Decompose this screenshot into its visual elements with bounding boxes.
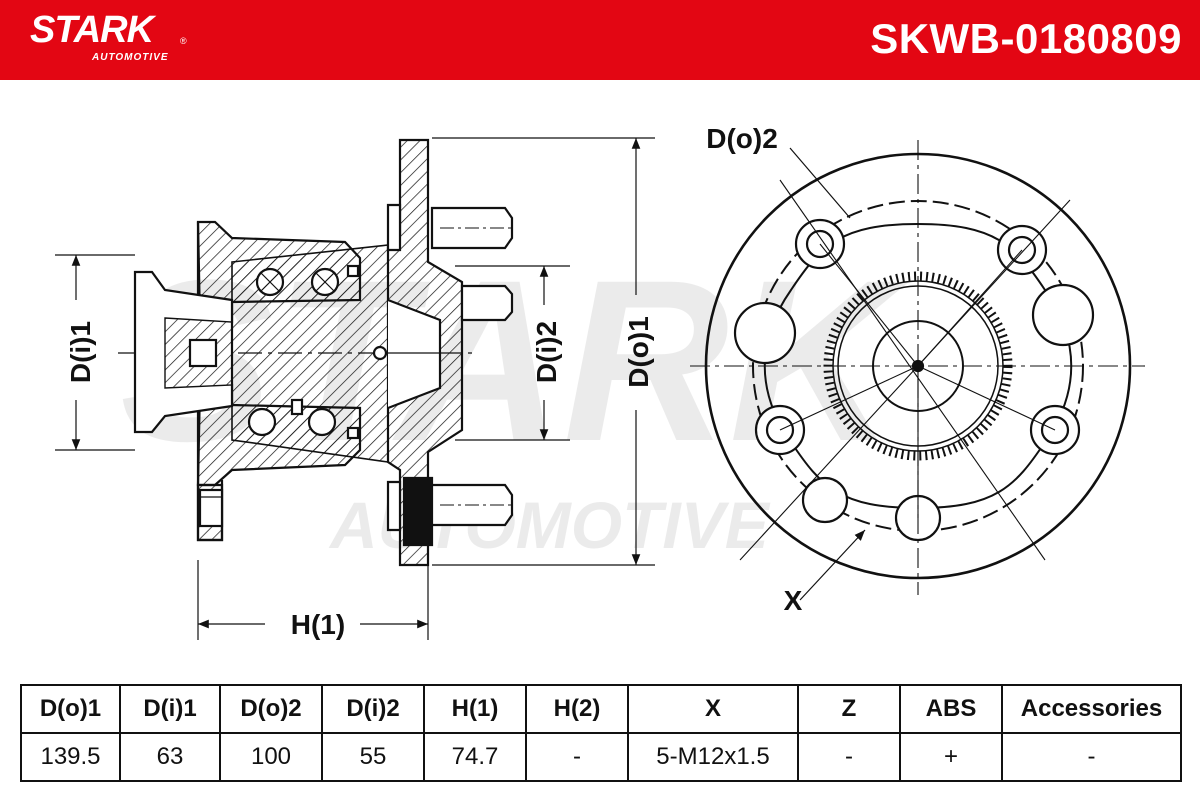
label-do1: D(o)1 [623,316,654,388]
bearing-balls-upper [255,264,360,297]
specs-table: D(o)1 D(i)1 D(o)2 D(i)2 H(1) H(2) X Z AB… [20,684,1182,782]
part-number: SKWB-0180809 [870,15,1182,62]
dim-di2 [455,265,570,441]
label-h1: H(1) [291,609,345,640]
logo-subtitle: AUTOMOTIVE [92,52,169,63]
value-di1: 63 [119,732,221,782]
stark-logo: STARK AUTOMOTIVE ® [30,8,187,63]
header-x: X [627,684,799,734]
header-z: Z [797,684,901,734]
dim-di1 [55,254,135,451]
label-di1: D(i)1 [65,321,96,383]
label-x: X [784,585,803,616]
header-do1: D(o)1 [20,684,121,734]
value-di2: 55 [321,732,425,782]
header-do2: D(o)2 [219,684,323,734]
value-h1: 74.7 [423,732,527,782]
value-do2: 100 [219,732,323,782]
value-x: 5-M12x1.5 [627,732,799,782]
dim-do1 [432,137,655,566]
header-di2: D(i)2 [321,684,425,734]
specs-header-row: D(o)1 D(i)1 D(o)2 D(i)2 H(1) H(2) X Z AB… [20,684,1182,734]
header-di1: D(i)1 [119,684,221,734]
header-h2: H(2) [525,684,629,734]
value-h2: - [525,732,629,782]
value-do1: 139.5 [20,732,121,782]
bearing-balls-lower [247,398,360,440]
specs-value-row: 139.5 63 100 55 74.7 - 5-M12x1.5 - + - [20,732,1182,782]
label-do2: D(o)2 [706,123,778,154]
dim-h1 [197,560,429,640]
header-accessories: Accessories [1001,684,1182,734]
header-abs: ABS [899,684,1003,734]
side-section-view [55,137,655,640]
registered-mark: ® [180,36,187,46]
wheel-studs [386,203,515,547]
value-accessories: - [1001,732,1182,782]
front-view [690,140,1145,601]
value-abs: + [899,732,1003,782]
logo-wordmark: STARK [30,9,154,51]
label-di2: D(i)2 [531,321,562,383]
header-bar: STARK AUTOMOTIVE ® SKWB-0180809 [0,0,1200,80]
header-h1: H(1) [423,684,527,734]
technical-drawing: STARK AUTOMOTIVE [55,123,1145,640]
value-z: - [797,732,901,782]
